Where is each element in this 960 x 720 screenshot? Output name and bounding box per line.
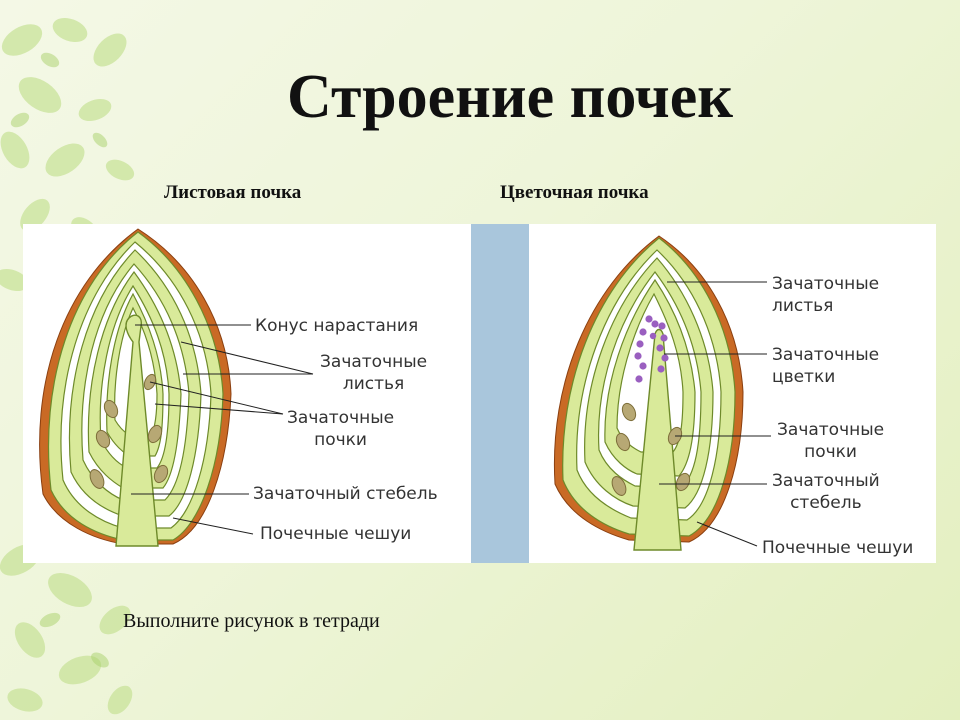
label-embryo-leaves: Зачаточные листья	[772, 274, 880, 316]
label-embryo-stem: Зачаточный стебель	[253, 484, 438, 504]
label-embryo-stem: Зачаточный стебель	[772, 471, 880, 513]
leaf-bud-heading: Листовая почка	[164, 182, 302, 203]
panel-divider	[471, 224, 529, 563]
leaf-bud-panel: Конус нарастания Зачаточные листья Зачат…	[23, 224, 471, 563]
flower-bud-diagram	[553, 235, 771, 551]
leaf-bud-diagram	[39, 228, 314, 547]
label-bud-scales: Почечные чешуи	[762, 538, 914, 558]
instruction-text: Выполните рисунок в тетради	[123, 610, 380, 632]
flower-bud-heading: Цветочная почка	[500, 182, 649, 203]
page-title: Строение почек	[287, 63, 733, 131]
label-growth-cone: Конус нарастания	[255, 316, 419, 336]
flower-bud-panel: Зачаточные листья Зачаточные цветки Зача…	[529, 224, 936, 563]
label-embryo-leaves: Зачаточные листья	[320, 352, 428, 394]
decorative-leaves	[0, 17, 135, 715]
label-embryo-flowers: Зачаточные цветки	[772, 345, 880, 387]
label-embryo-buds: Зачаточные почки	[777, 420, 885, 462]
label-bud-scales: Почечные чешуи	[260, 524, 412, 544]
label-embryo-buds: Зачаточные почки	[287, 408, 395, 450]
